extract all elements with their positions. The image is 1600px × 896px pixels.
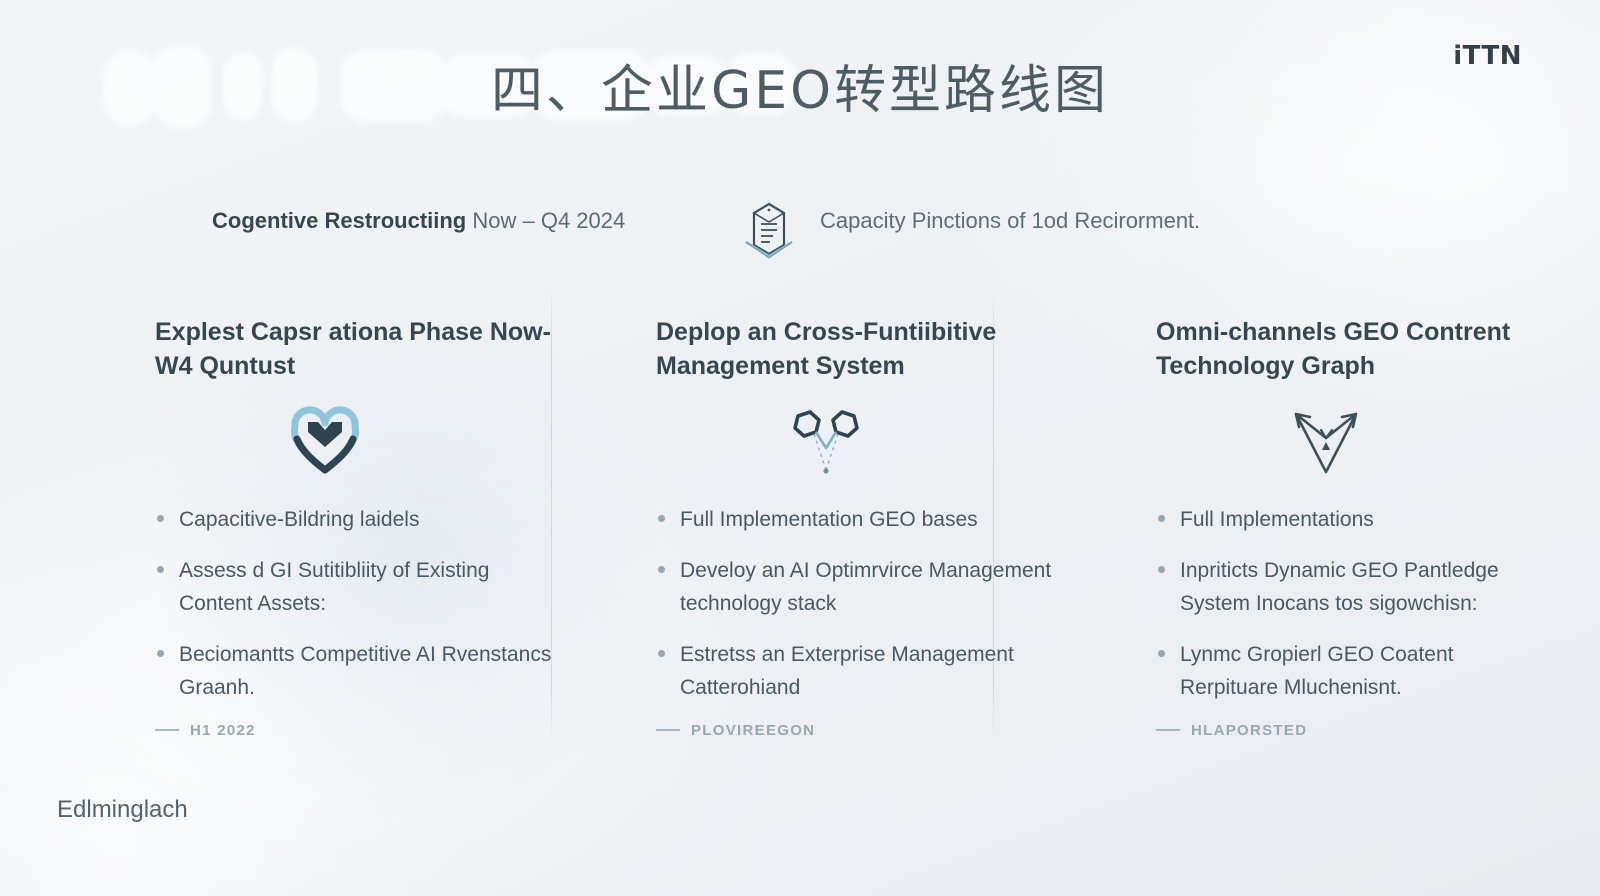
roadmap-column-2: Deplop an Cross-Funtiibitive Management … [656,285,1100,740]
heart-shield-icon [155,403,495,479]
dash-icon [656,729,680,732]
column-3-bullets: Full Implementations Inpriticts Dynamic … [1156,503,1556,705]
subtitle-right: Capacity Pinctions of 1od Recirorment. [820,208,1201,233]
subtitle-left-bold: Cogentive Restrouctiing [212,208,467,233]
column-1-footer: H1 2022 [155,722,599,739]
column-1-bullets: Capacitive-Bildring laidels Assess d GI … [155,503,555,705]
document-scroll-icon [740,200,798,262]
column-2-footer: PLOVIREEGON [656,722,1100,739]
list-item: Beciomantts Competitive AI Rvenstancs Gr… [155,638,555,705]
column-1-heading: Explest Capsr ationa Phase Now-W4 Quntus… [155,318,551,380]
list-item: Estretss an Exterprise Management Catter… [656,638,1056,705]
list-item: Inpriticts Dynamic GEO Pantledge System … [1156,554,1556,621]
list-item: Develoy an AI Optimrvirce Management tec… [656,554,1056,621]
column-3-footer-label: HLAPORSTED [1191,721,1308,739]
roadmap-column-3: Omni-channels GEO Contrent Technology Gr… [1156,285,1600,740]
column-3-heading: Omni-channels GEO Contrent Technology Gr… [1156,318,1511,380]
subtitle-row: Cogentive Restrouctiing Now – Q4 2024 Ca… [0,200,1600,260]
column-divider-2 [993,285,994,740]
dash-icon [1156,729,1180,732]
funnel-arrows-icon [1156,403,1496,479]
roadmap-columns: Explest Capsr ationa Phase Now-W4 Quntus… [0,285,1600,740]
dash-icon [155,729,179,732]
page-title: 四、企业GEO转型路线图 [490,61,1110,121]
brand-logo: iTTN [1453,41,1522,71]
column-2-heading: Deplop an Cross-Funtiibitive Management … [656,318,997,380]
list-item: Capacitive-Bildring laidels [155,503,555,537]
list-item: Assess d GI Sutitibliity of Existing Con… [155,554,555,621]
list-item: Lynmc Gropierl GEO Coatent Rerpituare Ml… [1156,638,1556,705]
subtitle-left: Cogentive Restrouctiing Now – Q4 2024 [212,208,625,234]
list-item: Full Implementations [1156,503,1556,537]
column-2-bullets: Full Implementation GEO bases Develoy an… [656,503,1056,705]
subtitle-left-rest: Now – Q4 2024 [466,208,626,233]
footer-brand: Edlminglach [57,796,188,823]
column-1-footer-label: H1 2022 [190,721,256,739]
column-2-footer-label: PLOVIREEGON [691,721,816,739]
node-graph-icon [656,403,996,479]
roadmap-column-1: Explest Capsr ationa Phase Now-W4 Quntus… [155,285,599,740]
column-3-footer: HLAPORSTED [1156,722,1600,739]
column-divider-1 [551,285,552,740]
list-item: Full Implementation GEO bases [656,503,1056,537]
